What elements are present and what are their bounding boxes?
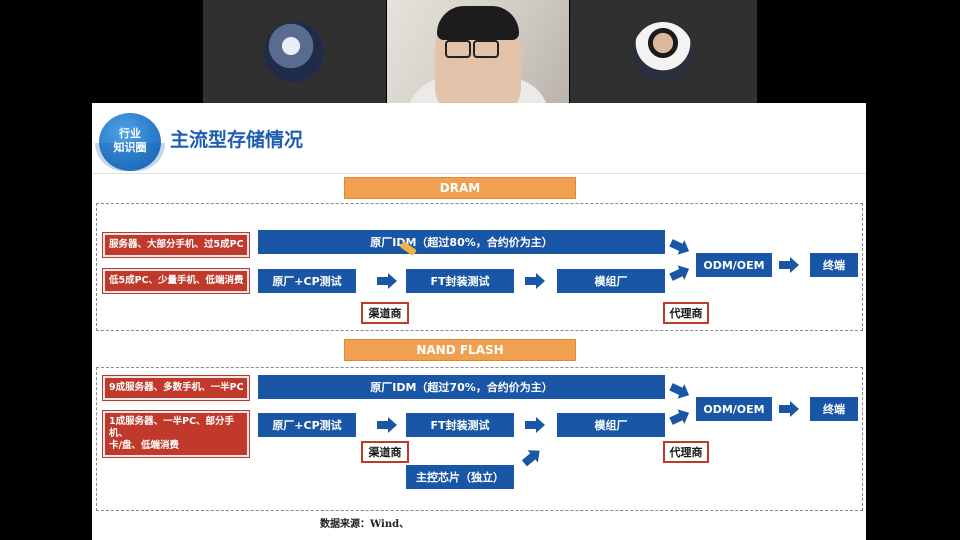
dram-arrow-cp-to-ft	[377, 273, 397, 289]
logo-text: 行业 知识圈	[99, 127, 161, 155]
dram-ft-test-box: FT封装测试	[406, 269, 514, 293]
nand-arrow-module-to-odm	[667, 405, 693, 429]
camera-person-hair	[437, 6, 519, 40]
shared-slide: 行业 知识圈 主流型存储情况 DRAM 服务器、大部分手机、过5成PC 低5成P…	[92, 103, 866, 540]
flow-arrows	[377, 235, 799, 470]
nand-idm-box: 原厂IDM（超过70%，合约价为主）	[258, 375, 665, 399]
nand-dashed-box	[96, 367, 863, 511]
dram-header: DRAM	[344, 177, 576, 199]
dram-arrow-ft-to-module	[525, 273, 545, 289]
dram-cp-test-box: 原厂+CP测试	[258, 269, 356, 293]
dram-module-box: 模组厂	[557, 269, 665, 293]
dram-channel-box: 渠道商	[361, 302, 409, 324]
nand-agent-box: 代理商	[663, 441, 709, 463]
nand-label-bottom-line-1: 1成服务器、一半PC、部分手机、	[109, 416, 235, 439]
nand-arrow-odm-to-terminal	[779, 401, 799, 417]
nand-odm-box: ODM/OEM	[696, 397, 772, 421]
participant-avatar-1	[264, 22, 324, 82]
dram-idm-box: 原厂IDM（超过80%，合约价为主）	[258, 230, 665, 254]
nand-terminal-box: 终端	[810, 397, 858, 421]
dram-terminal-box: 终端	[810, 253, 858, 277]
logo-badge	[95, 113, 165, 171]
video-tile-participant-2[interactable]	[387, 0, 569, 103]
dram-dashed-box	[96, 203, 863, 331]
title-divider	[92, 173, 866, 174]
nand-module-box: 模组厂	[557, 413, 665, 437]
nand-arrow-controller-to-module	[519, 444, 545, 470]
nand-label-bottom-line-2: 卡/盘、低端消费	[109, 440, 179, 451]
nand-arrow-ft-to-module	[525, 417, 545, 433]
data-source-note: 数据来源：Wind、	[320, 519, 410, 530]
logo-line-2: 知识圈	[113, 141, 147, 154]
dram-arrow-odm-to-terminal	[779, 257, 799, 273]
nand-cp-test-box: 原厂+CP测试	[258, 413, 356, 437]
participant-avatar-3	[633, 22, 693, 82]
glasses-left	[445, 40, 471, 58]
dram-label-bottom: 低5成PC、少量手机、低端消费	[102, 268, 250, 294]
slide-title: 主流型存储情况	[170, 129, 304, 151]
nand-label-top: 9成服务器、多数手机、一半PC	[102, 375, 250, 401]
dram-arrow-module-to-odm	[667, 261, 693, 285]
glasses-right	[473, 40, 499, 58]
dram-agent-box: 代理商	[663, 302, 709, 324]
nand-controller-box: 主控芯片（独立）	[406, 465, 514, 489]
dram-label-top: 服务器、大部分手机、过5成PC	[102, 232, 250, 258]
nand-header: NAND FLASH	[344, 339, 576, 361]
nand-channel-box: 渠道商	[361, 441, 409, 463]
dram-arrow-idm-to-odm	[667, 235, 693, 259]
dram-odm-box: ODM/OEM	[696, 253, 772, 277]
nand-arrow-cp-to-ft	[377, 417, 397, 433]
nand-ft-test-box: FT封装测试	[406, 413, 514, 437]
nand-arrow-idm-to-odm	[667, 379, 693, 403]
logo-line-1: 行业	[119, 127, 141, 140]
cursor-pen-icon	[400, 241, 417, 256]
nand-label-bottom: 1成服务器、一半PC、部分手机、 卡/盘、低端消费	[102, 410, 250, 458]
